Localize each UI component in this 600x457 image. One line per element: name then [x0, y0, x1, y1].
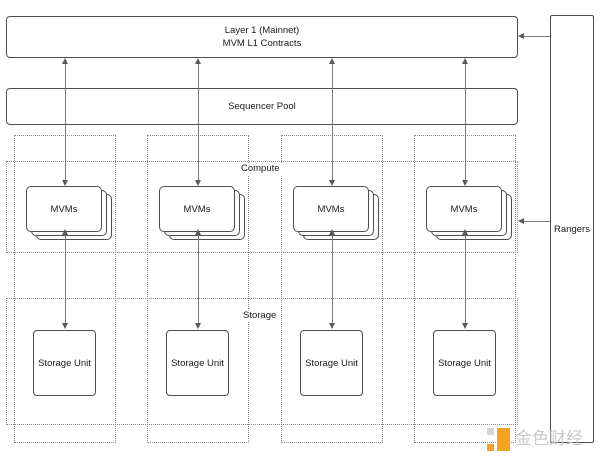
col3-mvm-arrow-up	[328, 229, 335, 235]
logo-block-1	[487, 428, 494, 435]
storage-group-label: Storage	[240, 310, 280, 322]
col3-mvm-label: MVMs	[317, 203, 345, 215]
col2-mvm-stack[interactable]: MVMs	[159, 186, 249, 244]
col3-mvm-down-line	[331, 125, 333, 181]
col1-storage-line	[64, 240, 66, 324]
col3-storage-arrow-down	[328, 323, 335, 329]
col1-mvm-card-front[interactable]: MVMs	[26, 186, 102, 232]
col1-seq-link-arrow-up	[61, 58, 68, 64]
storage-group-box	[6, 298, 518, 425]
rangers-to-layer1-arrow	[518, 32, 524, 39]
col1-storage-arrow-down	[61, 323, 68, 329]
watermark-text: 金色财经	[515, 429, 583, 449]
compute-group-box	[6, 161, 518, 253]
col2-storage-arrow-down	[194, 323, 201, 329]
col1-mvm-down-line	[64, 125, 66, 181]
rangers-box[interactable]: Rangers	[550, 15, 594, 443]
rangers-label: Rangers	[554, 223, 590, 235]
col2-mvm-arrow-up	[194, 229, 201, 235]
col4-mvm-arrow-up	[461, 229, 468, 235]
col4-storage-arrow-down	[461, 323, 468, 329]
col3-storage-label: Storage Unit	[305, 357, 358, 369]
col4-storage-line	[464, 240, 466, 324]
logo-block-3	[487, 444, 494, 451]
col4-storage-unit[interactable]: Storage Unit	[433, 330, 496, 396]
col3-storage-line	[331, 240, 333, 324]
col3-storage-unit[interactable]: Storage Unit	[300, 330, 363, 396]
rangers-to-compute-line	[524, 221, 550, 223]
col1-storage-label: Storage Unit	[38, 357, 91, 369]
col2-storage-line	[197, 240, 199, 324]
col4-storage-label: Storage Unit	[438, 357, 491, 369]
watermark: 金色财经	[487, 428, 583, 451]
col1-storage-unit[interactable]: Storage Unit	[33, 330, 96, 396]
col1-mvm-arrow-up	[61, 229, 68, 235]
col2-storage-unit[interactable]: Storage Unit	[166, 330, 229, 396]
col3-mvm-arrow-down	[328, 180, 335, 186]
col2-seq-link-arrow-up	[194, 58, 201, 64]
rangers-to-compute-arrow	[518, 217, 524, 224]
logo-block-2	[497, 428, 510, 451]
col2-mvm-down-line	[197, 125, 199, 181]
col2-mvm-label: MVMs	[183, 203, 211, 215]
layer1-line1: Layer 1 (Mainnet)	[224, 25, 300, 36]
col1-mvm-arrow-down	[61, 180, 68, 186]
col4-seq-link-line	[464, 61, 466, 125]
col2-mvm-card-front[interactable]: MVMs	[159, 186, 235, 232]
col4-mvm-down-line	[464, 125, 466, 181]
col2-storage-label: Storage Unit	[171, 357, 224, 369]
col2-seq-link-line	[197, 61, 199, 125]
col3-seq-link-arrow-up	[328, 58, 335, 64]
compute-group-label: Compute	[238, 163, 283, 175]
col4-mvm-card-front[interactable]: MVMs	[426, 186, 502, 232]
col4-mvm-stack[interactable]: MVMs	[426, 186, 516, 244]
col4-mvm-arrow-down	[461, 180, 468, 186]
col1-mvm-label: MVMs	[50, 203, 78, 215]
jinse-logo-icon	[487, 428, 510, 451]
sequencer-pool-box[interactable]: Sequencer Pool	[6, 88, 518, 125]
col3-mvm-stack[interactable]: MVMs	[293, 186, 383, 244]
rangers-to-layer1-line	[524, 36, 550, 38]
col2-mvm-arrow-down	[194, 180, 201, 186]
sequencer-pool-label: Sequencer Pool	[228, 101, 296, 112]
col1-seq-link-line	[64, 61, 66, 125]
layer1-line2: MVM L1 Contracts	[222, 38, 302, 49]
layer1-box[interactable]: Layer 1 (Mainnet) MVM L1 Contracts	[6, 16, 518, 58]
col4-mvm-label: MVMs	[450, 203, 478, 215]
col1-mvm-stack[interactable]: MVMs	[26, 186, 116, 244]
col3-mvm-card-front[interactable]: MVMs	[293, 186, 369, 232]
col4-seq-link-arrow-up	[461, 58, 468, 64]
col3-seq-link-line	[331, 61, 333, 125]
